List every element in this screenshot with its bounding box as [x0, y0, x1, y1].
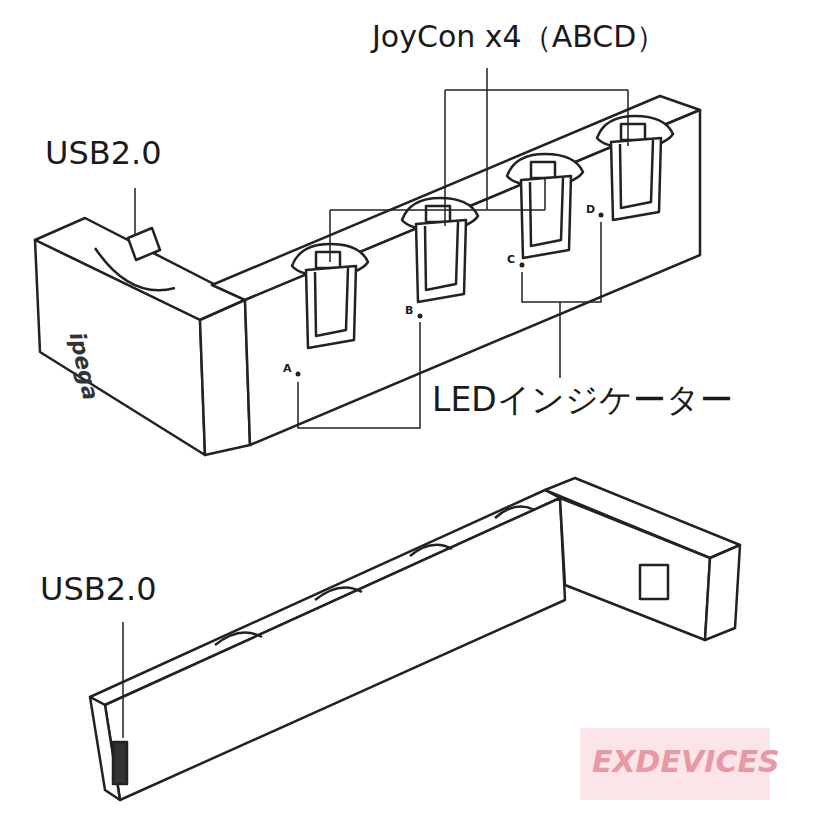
- led-letter: B: [405, 305, 413, 317]
- watermark: EXDEVICES: [592, 745, 780, 778]
- button: [640, 565, 668, 599]
- bracket-face: [560, 498, 710, 640]
- port-label: USB2.0: [45, 136, 162, 171]
- usb-plug: [128, 228, 160, 260]
- port-label: USB2.0: [40, 572, 157, 607]
- led-letter: D: [586, 204, 595, 216]
- usb-port: [113, 742, 127, 784]
- led-dots: [296, 213, 604, 377]
- callout-label: JoyCon x4（ABCD）: [372, 20, 666, 53]
- block-side: [200, 300, 250, 455]
- cradles: [215, 506, 535, 645]
- callout-label: LEDインジケーター: [432, 382, 733, 418]
- led-letter: C: [507, 254, 515, 266]
- block-front: [35, 240, 205, 455]
- bracket-side: [705, 545, 740, 640]
- slot: [597, 116, 673, 220]
- slot: [402, 198, 478, 302]
- led-letter: A: [283, 363, 292, 375]
- bottom-front: [105, 498, 565, 800]
